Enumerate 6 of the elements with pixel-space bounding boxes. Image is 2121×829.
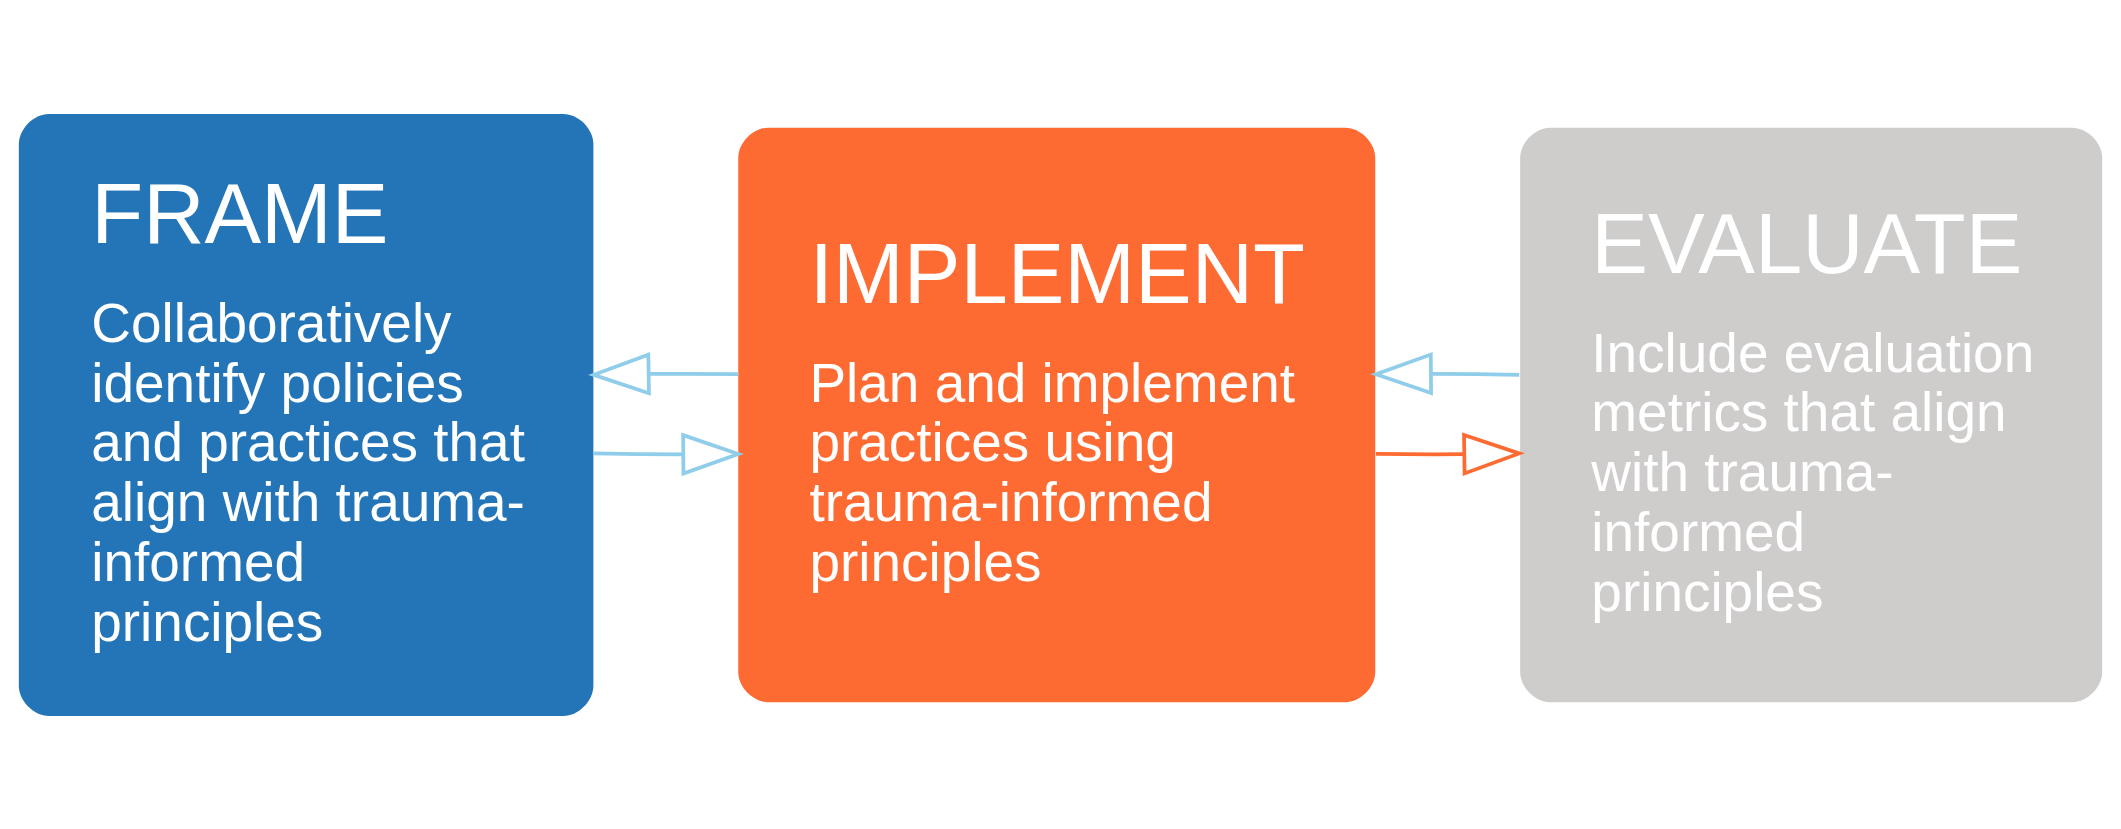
arrow <box>588 351 739 396</box>
node-box: IMPLEMENT Plan and implement practices using trauma-informed principles <box>738 127 1376 702</box>
arrow <box>1375 431 1525 476</box>
arrow <box>593 432 744 476</box>
arrow <box>1370 351 1520 396</box>
node-box: FRAME Collaboratively identify policies and practices that align with trauma-informed principles <box>18 113 594 716</box>
